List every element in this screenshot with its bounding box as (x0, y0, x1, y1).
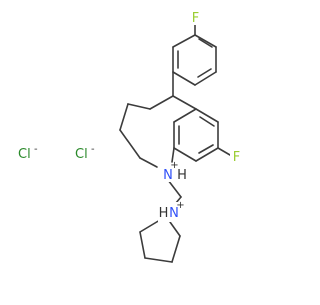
atom-azepine-nitrogen: N + H (160, 160, 190, 183)
atom-pyrrolidine-nitrogen: H N + (158, 200, 186, 222)
bonds (119, 23, 231, 263)
azepine-nitrogen-hydrogen: H (177, 168, 187, 183)
chloride-1-label: Cl (18, 147, 31, 162)
pyrrolidine-nitrogen-label: N (169, 206, 179, 221)
chloride-1-charge: - (34, 144, 38, 155)
structure-diagram: F F N + H H N + Cl - Cl - (18, 10, 243, 263)
fluorine-right-label: F (233, 150, 240, 165)
chloride-2-charge: - (91, 144, 95, 155)
atom-fluorine-top: F (189, 10, 202, 26)
molecule-canvas: F F N + H H N + Cl - Cl - (18, 10, 243, 263)
atom-fluorine-right: F (230, 149, 243, 165)
pyrrolidine-nitrogen-charge: + (176, 200, 184, 211)
counter-ion-chloride-1: Cl - (18, 144, 38, 162)
counter-ion-chloride-2: Cl - (75, 144, 95, 162)
azepine-nitrogen-charge: + (170, 160, 178, 171)
chloride-2-label: Cl (75, 147, 88, 162)
fluorine-top-label: F (192, 11, 199, 26)
pyrrolidine-nitrogen-hydrogen: H (159, 206, 169, 221)
azepine-nitrogen-label: N (163, 168, 173, 183)
